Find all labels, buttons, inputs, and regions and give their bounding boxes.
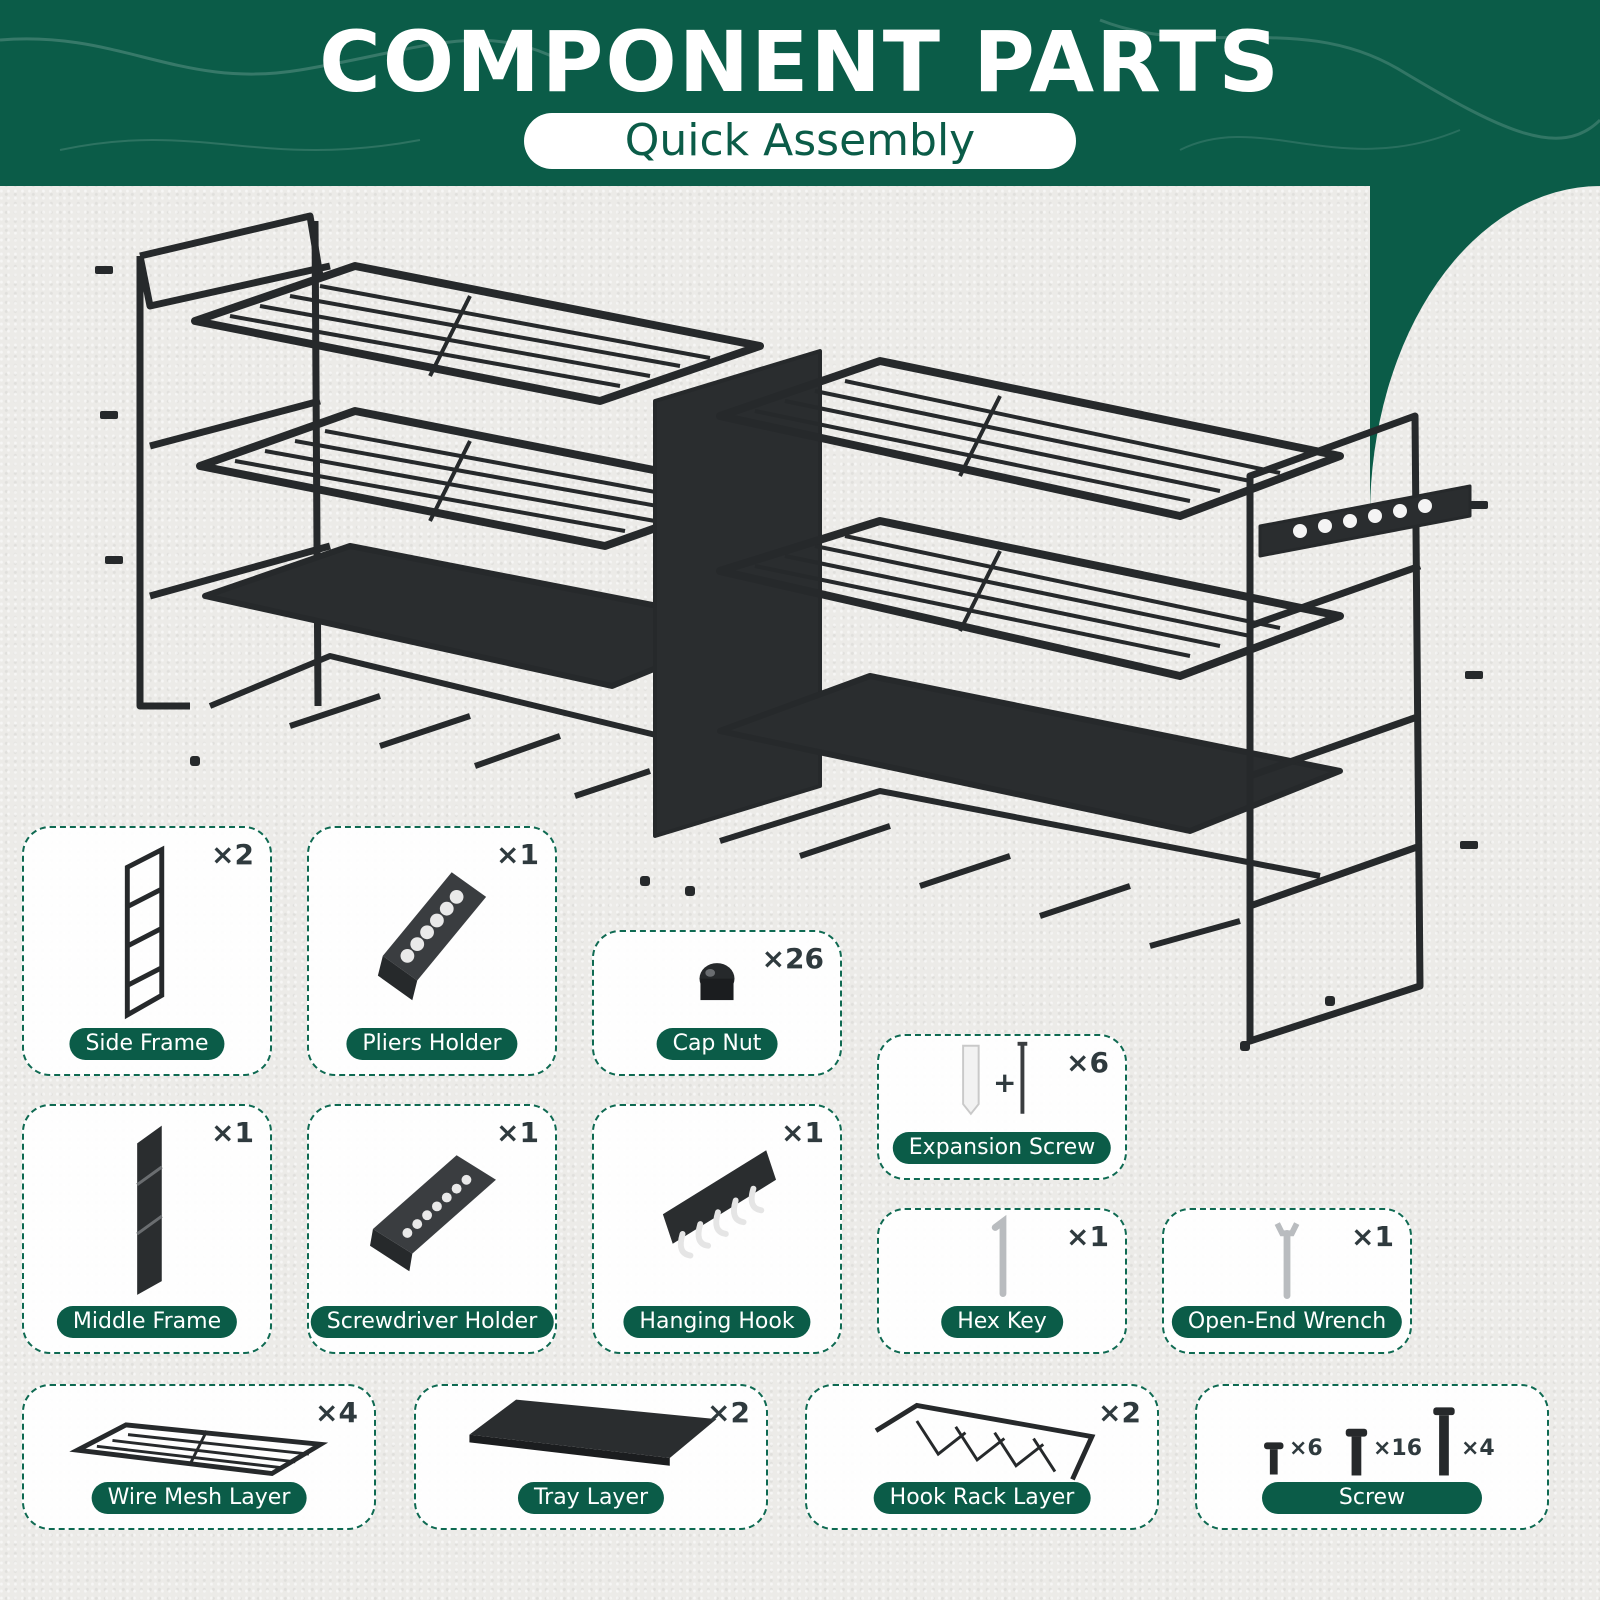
part-label: Hook Rack Layer <box>873 1482 1091 1514</box>
part-label: Hanging Hook <box>623 1306 811 1338</box>
part-quantity: ×2 <box>1098 1396 1141 1429</box>
part-label: Tray Layer <box>517 1482 665 1514</box>
right-wire-mesh-top <box>716 357 1344 520</box>
middle-frame-icon <box>136 1125 163 1295</box>
left-side-frame <box>136 212 331 710</box>
part-label: Screw <box>1262 1482 1482 1514</box>
part-card-cap-nut: ×26 Cap Nut <box>592 930 842 1076</box>
loose-screws <box>95 266 1488 1051</box>
part-quantity: ×4 <box>315 1396 358 1429</box>
hook-rack-layer-icon <box>874 1402 1096 1481</box>
screwdriver-holder-icon <box>370 1155 496 1272</box>
part-label: Middle Frame <box>56 1306 238 1338</box>
expansion-screw-icon <box>962 1041 1028 1116</box>
part-card-expansion-screw: + ×6 Expansion Screw <box>877 1034 1127 1180</box>
side-frame-icon <box>124 845 165 1020</box>
part-card-open-end-wrench: ×1 Open-End Wrench <box>1162 1208 1412 1354</box>
part-card-wire-mesh-layer: ×4 Wire Mesh Layer <box>22 1384 376 1530</box>
left-hook-rack <box>208 653 661 799</box>
part-card-screw: ×6 ×16 ×4 Screw <box>1195 1384 1549 1530</box>
screw-large-quantity: ×4 <box>1461 1436 1495 1461</box>
part-quantity: ×6 <box>1066 1046 1109 1079</box>
hex-key-icon <box>991 1214 1007 1298</box>
right-side-frame <box>1246 412 1424 1045</box>
part-label: Wire Mesh Layer <box>91 1482 307 1514</box>
part-card-pliers-holder: ×1 Pliers Holder <box>307 826 557 1076</box>
part-quantity: ×1 <box>1066 1220 1109 1253</box>
plus-sign: + <box>993 1066 1017 1099</box>
part-card-hex-key: ×1 Hex Key <box>877 1208 1127 1354</box>
part-label: Pliers Holder <box>346 1028 518 1060</box>
screw-small-quantity: ×6 <box>1289 1436 1323 1461</box>
tray-layer-icon <box>469 1399 717 1466</box>
part-card-hanging-hook: ×1 Hanging Hook <box>592 1104 842 1354</box>
subtitle-badge: Quick Assembly <box>524 113 1076 169</box>
part-card-tray-layer: ×2 Tray Layer <box>414 1384 768 1530</box>
part-label: Expansion Screw <box>892 1132 1112 1164</box>
screw-set-icon <box>1264 1407 1455 1476</box>
marble-veins <box>0 18 1600 151</box>
part-label: Screwdriver Holder <box>310 1306 554 1338</box>
part-card-screwdriver-holder: ×1 Screwdriver Holder <box>307 1104 557 1354</box>
part-quantity: ×2 <box>707 1396 750 1429</box>
part-quantity: ×2 <box>211 838 254 871</box>
exploded-view-illustration <box>95 212 1488 1051</box>
part-quantity: ×1 <box>1351 1220 1394 1253</box>
part-quantity: ×26 <box>761 942 824 975</box>
part-quantity: ×1 <box>781 1116 824 1149</box>
part-label: Cap Nut <box>656 1028 778 1060</box>
part-card-middle-frame: ×1 Middle Frame <box>22 1104 272 1354</box>
part-label: Side Frame <box>69 1028 225 1060</box>
part-card-side-frame: ×2 Side Frame <box>22 826 272 1076</box>
left-wire-mesh-top <box>191 262 764 405</box>
cap-nut-icon <box>699 963 735 1001</box>
part-label: Open-End Wrench <box>1171 1306 1403 1338</box>
right-pliers-holder <box>1258 484 1472 558</box>
part-label: Hex Key <box>941 1306 1063 1338</box>
part-quantity: ×1 <box>211 1116 254 1149</box>
part-quantity: ×1 <box>496 1116 539 1149</box>
part-card-hook-rack-layer: ×2 Hook Rack Layer <box>805 1384 1159 1530</box>
wire-mesh-layer-icon <box>69 1422 329 1477</box>
page-title: COMPONENT PARTS <box>319 13 1281 111</box>
right-hook-rack <box>719 788 1321 949</box>
right-tray <box>717 673 1343 834</box>
open-end-wrench-icon <box>1274 1222 1300 1299</box>
pliers-holder-icon <box>377 872 487 1001</box>
hanging-hook-icon <box>662 1150 777 1259</box>
screw-medium-quantity: ×16 <box>1373 1436 1423 1461</box>
right-wire-mesh-middle <box>716 517 1344 680</box>
part-quantity: ×1 <box>496 838 539 871</box>
